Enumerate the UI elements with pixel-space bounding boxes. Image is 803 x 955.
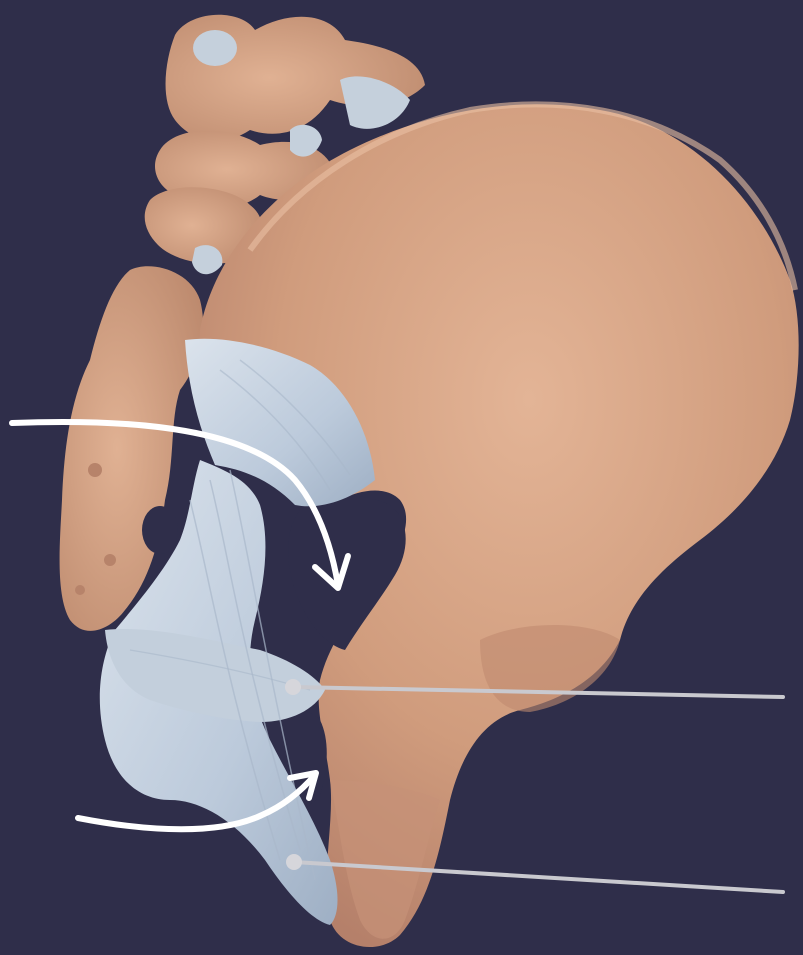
upper-leader-dot xyxy=(285,679,301,695)
lower-leader-dot xyxy=(286,854,302,870)
